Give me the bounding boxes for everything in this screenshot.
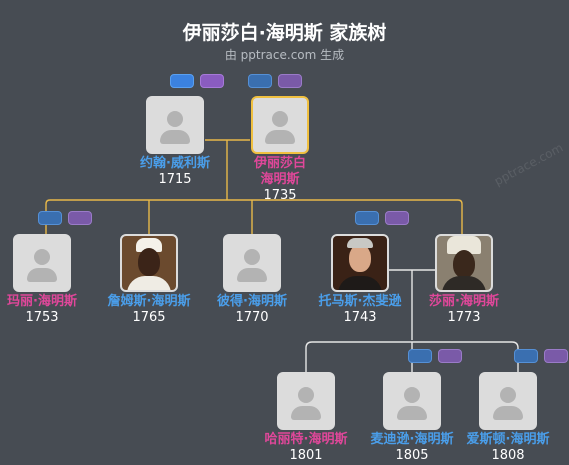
tag-purple-icon[interactable] [68,211,92,225]
portrait-photo [331,234,389,292]
person-name: 麦迪逊·海明斯 [370,432,454,447]
tag-blue-icon[interactable] [170,74,194,88]
portrait-photo [120,234,178,292]
tag-purple-icon[interactable] [200,74,224,88]
page-title: 伊丽莎白·海明斯 家族树 [182,22,387,44]
avatar-placeholder-icon [383,372,441,430]
connector-children-bar [45,199,463,205]
person-name: 莎丽·海明斯 [429,294,499,309]
avatar-placeholder-icon [223,234,281,292]
birth-year: 1808 [491,448,525,463]
person-card-james[interactable]: 詹姆斯·海明斯 1765 [89,234,209,326]
person-name-line2: 海明斯 [260,172,300,187]
person-name: 玛丽·海明斯 [7,294,77,309]
avatar-placeholder-icon [251,96,309,154]
person-name: 约翰·威利斯 [140,156,210,171]
person-card-peter[interactable]: 彼得·海明斯 1770 [192,234,312,326]
person-card-madison[interactable]: 麦迪逊·海明斯 1805 [352,372,472,464]
page-subtitle: 由 pptrace.com 生成 [224,48,345,62]
person-name: 哈丽特·海明斯 [264,432,348,447]
person-card-thomas[interactable]: 托马斯·杰斐逊 1743 [300,234,420,326]
person-name: 托马斯·杰斐逊 [318,294,402,309]
tag-blue-icon[interactable] [355,211,379,225]
tag-purple-icon[interactable] [278,74,302,88]
avatar-placeholder-icon [479,372,537,430]
birth-year: 1715 [158,172,192,187]
birth-year: 1773 [447,310,481,325]
person-card-harriet[interactable]: 哈丽特·海明斯 1801 [246,372,366,464]
birth-year: 1753 [25,310,59,325]
portrait-photo [435,234,493,292]
tag-blue-icon[interactable] [514,349,538,363]
avatar-placeholder-icon [277,372,335,430]
avatar-placeholder-icon [146,96,204,154]
birth-year: 1801 [289,448,323,463]
person-card-sally[interactable]: 莎丽·海明斯 1773 [404,234,524,326]
birth-year: 1805 [395,448,429,463]
avatar-placeholder-icon [13,234,71,292]
tag-blue-icon[interactable] [408,349,432,363]
tag-purple-icon[interactable] [385,211,409,225]
birth-year: 1765 [132,310,166,325]
tag-purple-icon[interactable] [544,349,568,363]
person-card-elizabeth[interactable]: 伊丽莎白 海明斯 1735 [220,96,340,204]
person-name: 爱斯顿·海明斯 [466,432,550,447]
birth-year: 1735 [263,188,297,203]
person-name-line1: 伊丽莎白 [253,156,306,171]
person-name: 詹姆斯·海明斯 [107,294,191,309]
tag-blue-icon[interactable] [38,211,62,225]
person-name: 彼得·海明斯 [217,294,287,309]
tag-blue-icon[interactable] [248,74,272,88]
person-card-mary[interactable]: 玛丽·海明斯 1753 [0,234,102,326]
birth-year: 1743 [343,310,377,325]
tag-purple-icon[interactable] [438,349,462,363]
birth-year: 1770 [235,310,269,325]
person-card-eston[interactable]: 爱斯顿·海明斯 1808 [448,372,568,464]
person-card-john[interactable]: 约翰·威利斯 1715 [115,96,235,188]
